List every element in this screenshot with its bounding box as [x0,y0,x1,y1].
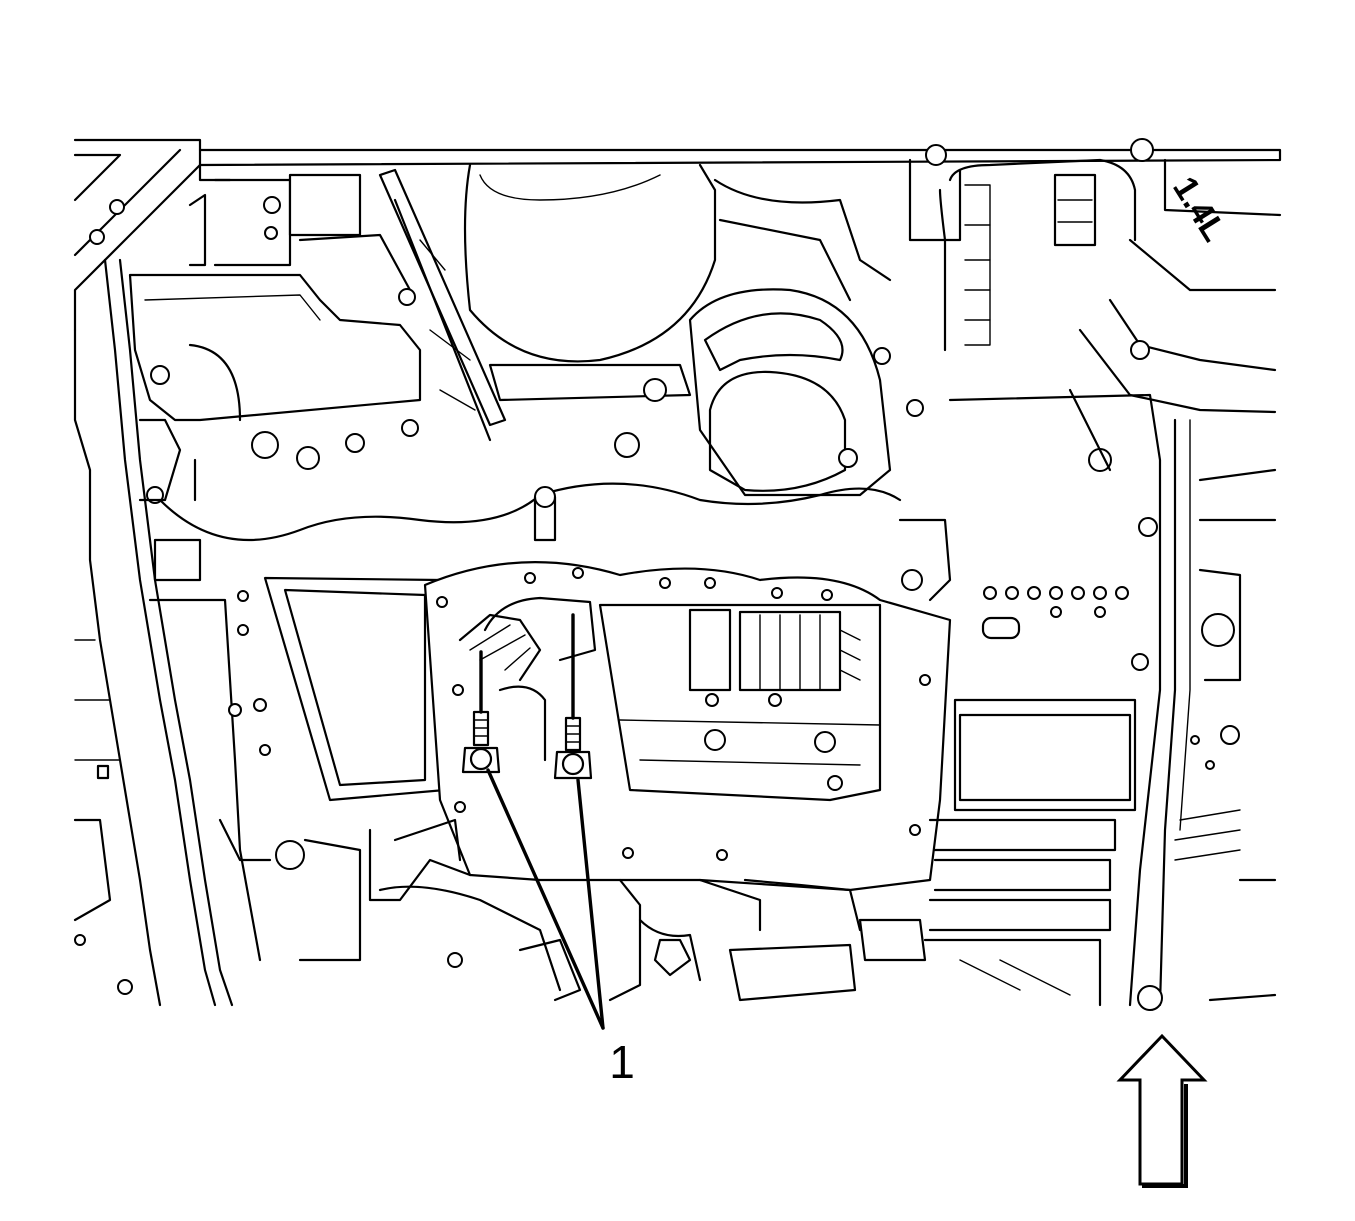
lower-components [368,818,1117,1007]
callout-1-label: 1 [609,1036,635,1088]
upper-right-components: 1.4L [938,158,1277,472]
diagonal-brace [378,168,507,442]
callout-1-leaders [486,768,605,1030]
upper-frame [73,138,1282,332]
view-direction-arrow-icon [1116,1033,1208,1188]
right-side-housing [948,393,1277,1011]
oil-pan-bolts [461,613,593,780]
upper-left-components [128,173,422,504]
engine-displacement-stamp: 1.4L [1165,170,1233,248]
oil-pan [423,561,952,892]
engine-block [148,482,952,962]
oil-filter [614,178,924,497]
left-frame-rail [73,258,234,1007]
oil-filter-housing [463,163,717,402]
